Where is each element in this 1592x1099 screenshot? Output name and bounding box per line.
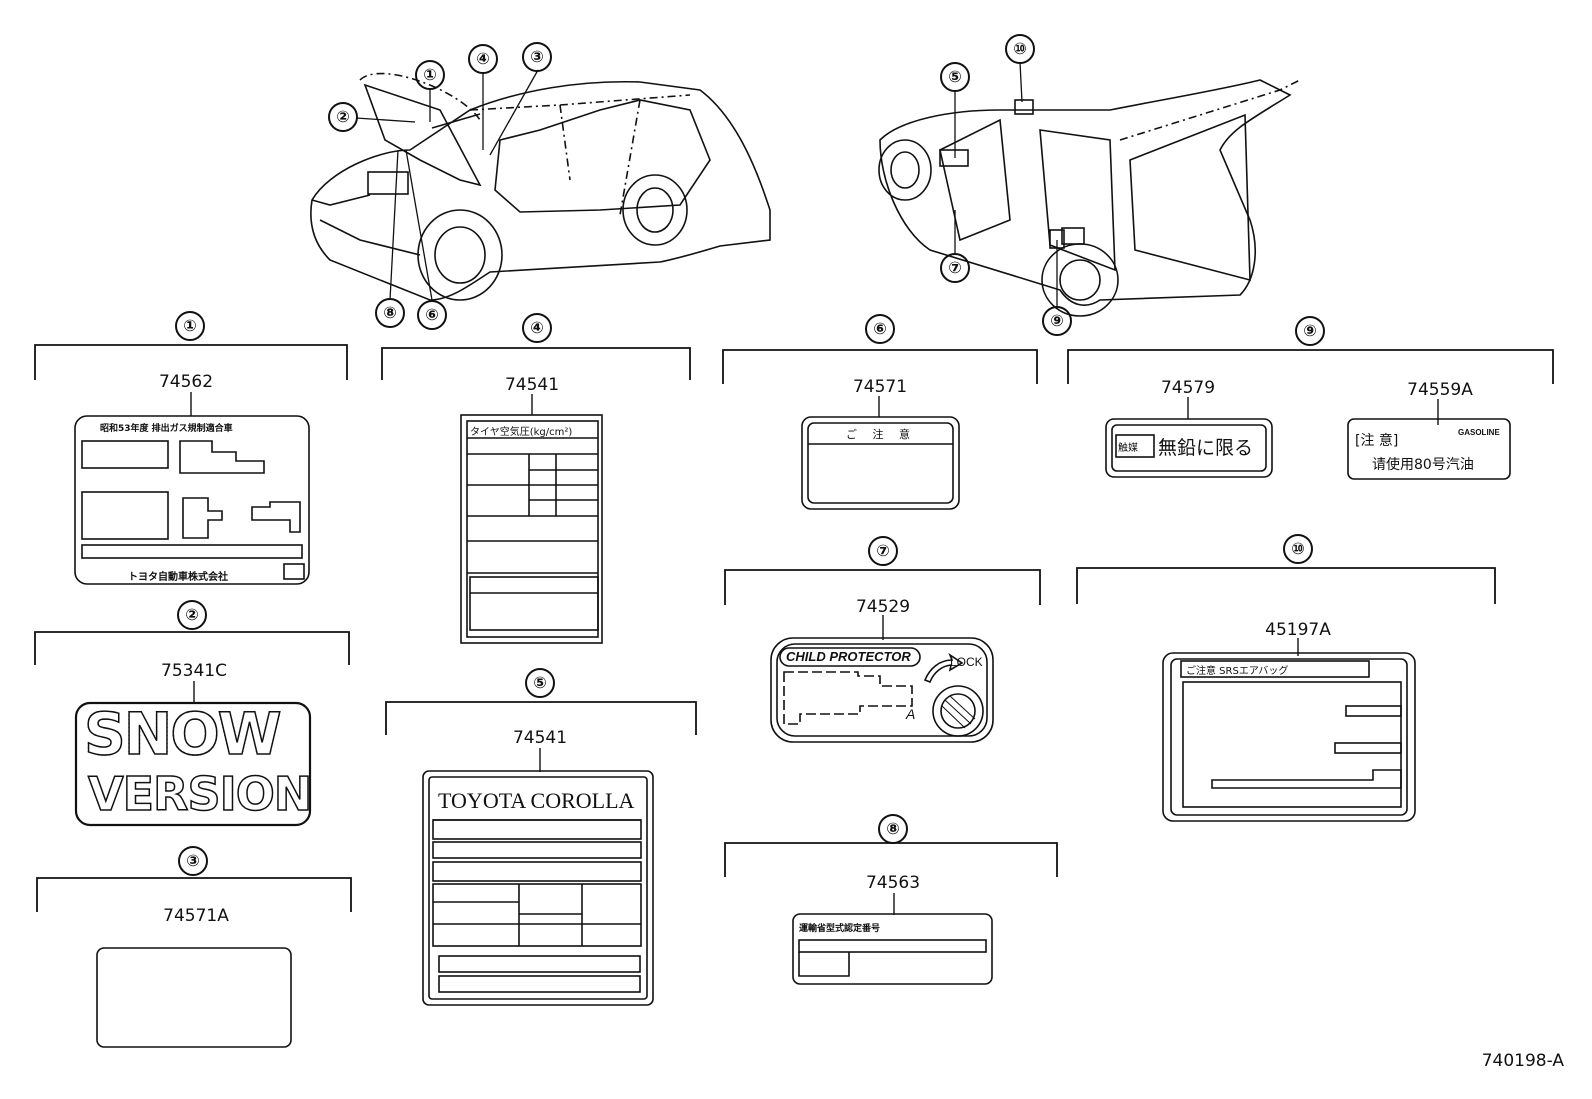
front-car-illustration: [310, 72, 771, 301]
label-74571: [801, 416, 960, 510]
callout-9-car: ⑨: [1042, 306, 1072, 336]
section-brackets: [34, 344, 1554, 912]
label-74562: [74, 415, 310, 585]
label9b-header-text: [注 意]: [1355, 433, 1399, 449]
label-74571A: [96, 947, 292, 1048]
part-number-74541-corolla: 74541: [512, 728, 568, 748]
section-6-callout: ⑥: [865, 314, 895, 344]
section-5-callout: ⑤: [525, 668, 555, 698]
label-74579: [1105, 418, 1273, 478]
part-number-74529: 74529: [855, 597, 911, 617]
callout-6-car: ⑥: [417, 300, 447, 330]
label7-a-text: A: [906, 706, 916, 722]
label9a-main-text: 無鉛に限る: [1158, 437, 1254, 459]
label-74559A: [1347, 418, 1511, 480]
rear-car-illustration: [878, 79, 1301, 317]
label-74541-tire: [460, 414, 603, 644]
label9b-main-text: 请使用80号汽油: [1372, 457, 1474, 473]
label-74529: [770, 637, 994, 743]
part-number-74562: 74562: [158, 372, 214, 392]
callout-3-car: ③: [522, 42, 552, 72]
section-7-callout: ⑦: [868, 536, 898, 566]
section-2-callout: ②: [177, 600, 207, 630]
section-4-callout: ④: [522, 313, 552, 343]
part-number-74563: 74563: [865, 873, 921, 893]
label7-title-text: CHILD PROTECTOR: [786, 649, 911, 664]
callout-2-car: ②: [328, 102, 358, 132]
label-45197A: [1162, 652, 1416, 822]
part-number-45197A: 45197A: [1265, 620, 1331, 640]
callout-4-car: ④: [468, 44, 498, 74]
part-number-75341C: 75341C: [161, 661, 227, 681]
label4-header-text: タイヤ空気圧(kg/cm²): [470, 427, 573, 438]
label10-header-text: ご注意 SRSエアバッグ: [1186, 666, 1289, 677]
label-74563: [792, 913, 993, 985]
label1-footer-text: トヨタ自動車株式会社: [128, 572, 228, 583]
label6-header-text: ご 注 意: [846, 428, 916, 441]
label-75341C: [74, 701, 312, 827]
part-number-74541-tire: 74541: [504, 375, 560, 395]
label9a-box-text: 触媒: [1118, 443, 1138, 454]
section-8-callout: ⑧: [878, 814, 908, 844]
section-9-callout: ⑨: [1295, 316, 1325, 346]
label1-header-text: 昭和53年度 排出ガス規制適合車: [100, 424, 233, 434]
label2-snow-text: SNOW: [83, 700, 282, 768]
callout-8-car: ⑧: [375, 298, 405, 328]
label5-title-text: TOYOTA COROLLA: [438, 788, 635, 813]
part-number-74559A: 74559A: [1407, 380, 1473, 400]
label8-header-text: 運輸省型式認定番号: [799, 924, 881, 934]
callout-7-car: ⑦: [940, 253, 970, 283]
part-number-74571: 74571: [852, 377, 908, 397]
part-number-74579: 74579: [1160, 378, 1216, 398]
drawing-id: 740198-A: [1481, 1051, 1564, 1071]
label2-version-text: VERSION: [87, 767, 313, 821]
label9b-tag-text: GASOLINE: [1458, 428, 1500, 437]
section-1-callout: ①: [175, 311, 205, 341]
section-3-callout: ③: [178, 846, 208, 876]
callout-10-car: ⑩: [1005, 34, 1035, 64]
section-10-callout: ⑩: [1283, 534, 1313, 564]
callout-leaders: [355, 61, 1058, 307]
label-74541-corolla: [422, 770, 654, 1006]
callout-5-car: ⑤: [940, 62, 970, 92]
part-number-74571A: 74571A: [163, 906, 229, 926]
label7-lock-text: LOCK: [950, 655, 983, 669]
callout-1-car: ①: [415, 60, 445, 90]
